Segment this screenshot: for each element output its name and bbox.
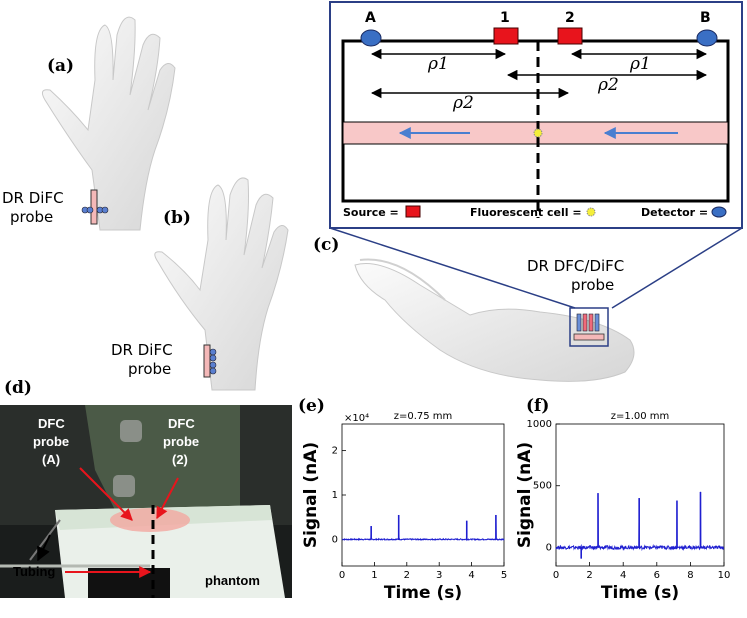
y-axis-label: Signal (nA): [515, 442, 535, 548]
x-tick-label: 8: [687, 570, 693, 581]
panel-label-f: (f): [526, 396, 549, 416]
rho1-label-left: ρ1: [427, 54, 449, 74]
source-2: [557, 27, 583, 45]
hand-b: [154, 177, 289, 391]
label-detector-b: B: [700, 10, 711, 26]
hand-c: [354, 258, 635, 382]
phantom-photo: [0, 405, 292, 598]
plot-area: [555, 423, 725, 567]
detector-a: [360, 29, 382, 47]
arrow-probe-2: [156, 477, 179, 520]
rho2-label-upper: ρ2: [597, 75, 619, 95]
legend-cell-label: Fluorescent cell =: [470, 206, 582, 219]
x-tick-label: 0: [553, 570, 559, 581]
legend-detector-icon: [711, 206, 727, 218]
legend-cell-icon: [586, 207, 596, 217]
panel-label-e: (e): [298, 396, 325, 416]
rho1-label-right: ρ1: [629, 54, 651, 74]
tubing-label: Tubing: [13, 564, 55, 579]
y-multiplier: ×10⁴: [344, 413, 369, 424]
x-tick-label: 3: [436, 570, 442, 581]
x-tick-label: 0: [339, 570, 345, 581]
panel-label-d: (d): [4, 378, 32, 398]
label-source-2: 2: [565, 10, 575, 26]
x-tick-label: 5: [501, 570, 507, 581]
y-tick-label: 0: [332, 534, 338, 545]
probe-a-label-1: DFC: [38, 416, 65, 431]
legend-source-label: Source =: [343, 206, 399, 219]
label-source-1: 1: [500, 10, 510, 26]
plot-area: [341, 423, 505, 567]
panel-label-c: (c): [313, 235, 339, 255]
probe-icon-b: [203, 344, 217, 378]
panel-label-b: (b): [163, 208, 191, 228]
zoom-line-left: [329, 227, 576, 309]
chart-title: z=0.75 mm: [394, 411, 453, 422]
label-detector-a: A: [365, 10, 376, 26]
x-tick-label: 1: [371, 570, 377, 581]
detector-b: [696, 29, 718, 47]
y-tick-label: 2: [332, 446, 338, 457]
x-tick-label: 4: [468, 570, 474, 581]
zoom-line-right: [611, 227, 743, 309]
probe-a-label-2: probe: [33, 434, 69, 449]
rho2-label-lower: ρ2: [452, 93, 474, 113]
legend-detector-label: Detector =: [641, 206, 708, 219]
probe-label-a-2: probe: [10, 208, 53, 226]
y-tick-label: 1000: [527, 419, 552, 430]
y-tick-label: 1: [332, 490, 338, 501]
chart-title: z=1.00 mm: [611, 411, 670, 422]
probe-label-b-1: DR DiFC: [111, 341, 173, 359]
x-tick-label: 2: [404, 570, 410, 581]
fluorescent-cell: [533, 128, 543, 138]
probe-label-c-2: probe: [571, 276, 614, 294]
x-axis-label: Time (s): [384, 583, 462, 603]
phantom-label: phantom: [205, 573, 260, 588]
source-1: [493, 27, 519, 45]
probe-label-b-2: probe: [128, 360, 171, 378]
legend-source-icon: [405, 205, 421, 218]
x-tick-label: 4: [620, 570, 626, 581]
probe-icon-c: [569, 307, 609, 347]
panel-label-a: (a): [47, 56, 74, 76]
x-tick-label: 2: [586, 570, 592, 581]
signal-trace: [341, 514, 505, 542]
probe-2-label-1: DFC: [168, 416, 195, 431]
probe-2-label-3: (2): [172, 452, 188, 467]
y-tick-label: 0: [546, 542, 552, 553]
probe-label-a-1: DR DiFC: [2, 189, 64, 207]
schematic-box: [329, 1, 743, 229]
probe-icon-a: [81, 189, 109, 225]
arrow-probe-a: [79, 467, 133, 521]
arrow-tubing-left: [37, 534, 51, 562]
x-tick-label: 10: [718, 570, 731, 581]
probe-a-label-3: (A): [42, 452, 60, 467]
y-axis-label: Signal (nA): [301, 442, 321, 548]
probe-2-label-2: probe: [163, 434, 199, 449]
x-tick-label: 6: [654, 570, 660, 581]
hand-a: [41, 16, 176, 231]
probe-label-c-1: DR DFC/DiFC: [527, 257, 624, 275]
signal-trace: [555, 491, 725, 559]
y-tick-label: 500: [533, 481, 552, 492]
x-axis-label: Time (s): [601, 583, 679, 603]
